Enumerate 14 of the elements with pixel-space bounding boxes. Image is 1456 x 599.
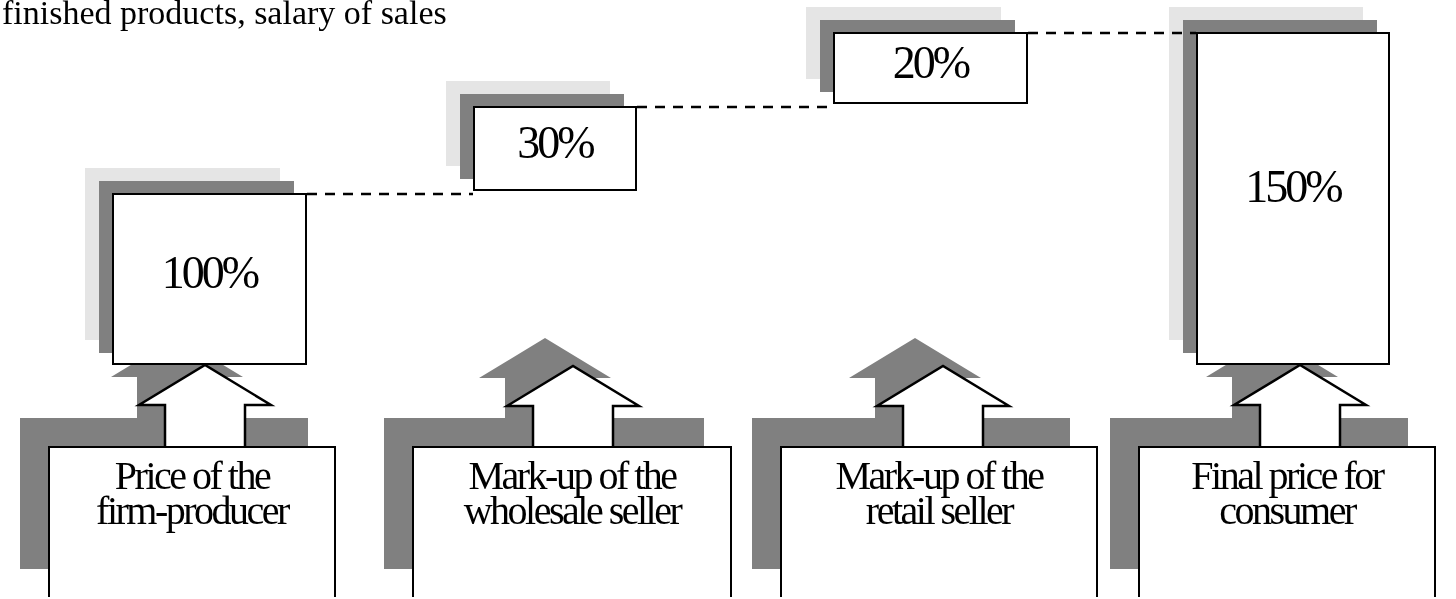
note-text: finished products, salary of sales — [2, 0, 447, 32]
percent-value: 100% — [161, 250, 258, 296]
dashed-connector — [307, 192, 473, 196]
block-arrow — [1206, 363, 1371, 448]
percent-value: 150% — [1245, 164, 1341, 210]
percent-value: 20% — [892, 40, 969, 86]
block-arrow — [111, 363, 276, 448]
block-arrow — [849, 338, 1014, 448]
block-arrow — [479, 338, 644, 448]
stage-label: Mark-up of the retail seller — [834, 458, 1045, 529]
percent-value: 30% — [517, 120, 593, 166]
stage-label: Mark-up of the wholesale seller — [462, 458, 682, 529]
stage-label: Final price for consumer — [1190, 458, 1385, 529]
dashed-connector — [1028, 31, 1196, 35]
